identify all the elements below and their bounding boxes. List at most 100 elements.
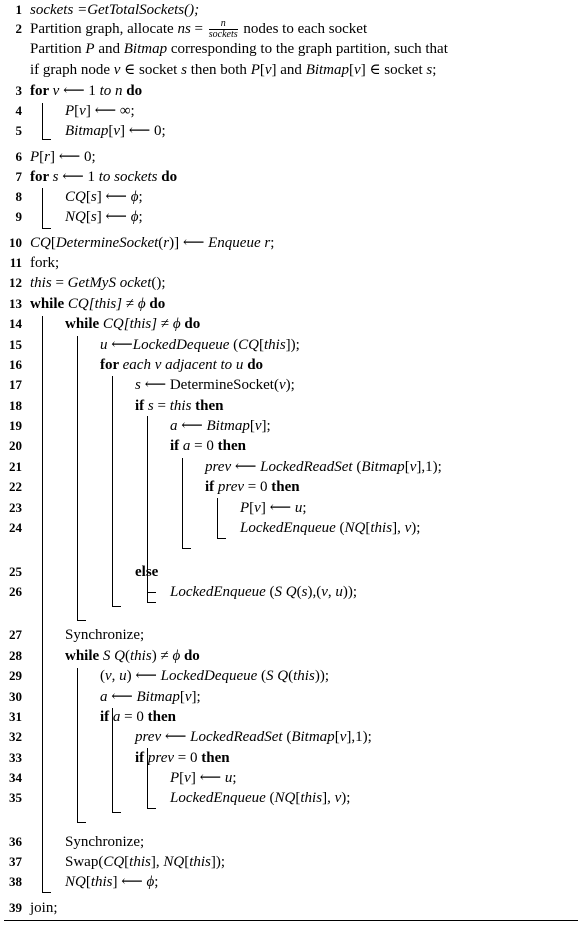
line-number: 12 <box>9 275 22 290</box>
identifier: S Q <box>266 668 289 684</box>
line-code: Synchronize; <box>65 832 144 852</box>
identifier: LockedEnqueue <box>240 520 336 536</box>
keyword: for <box>100 357 123 373</box>
code-text: [ <box>295 790 301 806</box>
code-text: ], <box>150 854 164 870</box>
line-number: 16 <box>9 357 22 372</box>
code-text: ],1); <box>416 459 442 475</box>
line-number: 37 <box>9 854 22 869</box>
block-indent-bar <box>112 376 121 607</box>
line-code: if graph node v ∈ socket s then both P[v… <box>30 60 436 80</box>
code-text: ( <box>296 584 302 600</box>
keyword: do <box>180 648 200 664</box>
code-text: ] ⟵ <box>260 500 295 516</box>
code-text: nodes to each socket <box>239 21 368 37</box>
line-number: 33 <box>9 750 22 765</box>
code-text: [ <box>85 209 91 225</box>
line-number: 35 <box>9 790 22 805</box>
code-text: ; <box>138 209 143 225</box>
keyword: do <box>157 169 178 185</box>
line-number: 32 <box>9 729 22 744</box>
algorithm-line: 36 Synchronize; <box>0 832 584 852</box>
line-number: 26 <box>9 584 22 599</box>
identifier: prev <box>135 729 162 745</box>
code-text: ⟵ <box>177 418 207 434</box>
line-code: LockedEnqueue (NQ[this], v); <box>240 518 420 538</box>
identifier: Bitmap <box>123 41 168 57</box>
line-code: sockets =GetTotalSockets(); <box>30 0 199 20</box>
algorithm-line: 35 LockedEnqueue (NQ[this], v); <box>0 788 584 808</box>
identifier: each v adjacent to u <box>122 357 244 373</box>
algorithm-line: 33 if prev = 0 then <box>0 748 584 768</box>
line-number: 14 <box>9 316 22 331</box>
line-number: 15 <box>9 337 22 352</box>
line-number: 36 <box>9 834 22 849</box>
identifier: s <box>147 398 154 414</box>
block-indent-bar <box>77 668 86 823</box>
identifier: this <box>293 668 315 684</box>
block-indent-bar <box>77 336 86 621</box>
code-text: ] ⟵ 0; <box>50 149 96 165</box>
identifier: this <box>90 874 113 890</box>
code-text: ); <box>341 790 351 806</box>
line-number: 1 <box>15 2 23 17</box>
code-text: [ <box>39 149 45 165</box>
line-number: 22 <box>9 479 22 494</box>
line-code: if s = this then <box>135 396 224 416</box>
keyword: if <box>100 709 113 725</box>
line-code: fork; <box>30 253 59 273</box>
line-code: P[v] ⟵ ∞; <box>65 101 135 121</box>
block-indent-bar <box>147 582 156 603</box>
line-number: 13 <box>9 296 22 311</box>
line-number: 24 <box>9 520 22 535</box>
algorithm-line: 16 for each v adjacent to u do <box>0 355 584 375</box>
identifier: v <box>321 584 328 600</box>
code-text: [ <box>249 418 255 434</box>
fraction-numerator: n <box>220 18 226 30</box>
line-number: 39 <box>9 900 22 915</box>
line-number: 3 <box>15 83 23 98</box>
identifier: Bitmap <box>361 459 405 475</box>
identifier: NQ <box>65 874 86 890</box>
identifier: a <box>170 418 178 434</box>
identifier: v <box>254 418 262 434</box>
identifier: ϕ <box>137 296 146 312</box>
keyword: then <box>147 709 176 725</box>
line-number: 30 <box>9 689 22 704</box>
code-text: [ <box>258 337 264 353</box>
algorithm-line: 29(v, u) ⟵ LockedDequeue (S Q(this)); <box>0 666 584 686</box>
keyword: while <box>65 316 103 332</box>
identifier: NQ <box>274 790 296 806</box>
code-text: Synchronize; <box>65 627 145 643</box>
code-text: ⟵ <box>107 689 137 705</box>
keyword: do <box>243 357 264 373</box>
code-text: ( <box>265 584 275 600</box>
identifier: CQ <box>103 854 125 870</box>
identifier: ns <box>177 21 191 37</box>
code-text: ] ⟵ ∞; <box>85 103 135 119</box>
identifier: v <box>409 459 417 475</box>
keyword: do <box>145 296 166 312</box>
identifier: NQ <box>65 209 86 225</box>
keyword: then <box>191 398 224 414</box>
line-number: 29 <box>9 668 22 683</box>
identifier: CQ <box>65 189 86 205</box>
line-code: if prev = 0 then <box>135 748 230 768</box>
keyword: while <box>30 296 68 312</box>
identifier: LockedEnqueue <box>170 790 266 806</box>
line-code: LockedEnqueue (NQ[this], v); <box>170 788 350 808</box>
code-text: [ <box>85 189 91 205</box>
identifier: LockedEnqueue <box>170 584 266 600</box>
identifier: prev <box>147 750 175 766</box>
line-code: a ⟵ Bitmap[v]; <box>170 416 271 436</box>
line-code: if a = 0 then <box>100 707 176 727</box>
line-code: if prev = 0 then <box>205 477 300 497</box>
